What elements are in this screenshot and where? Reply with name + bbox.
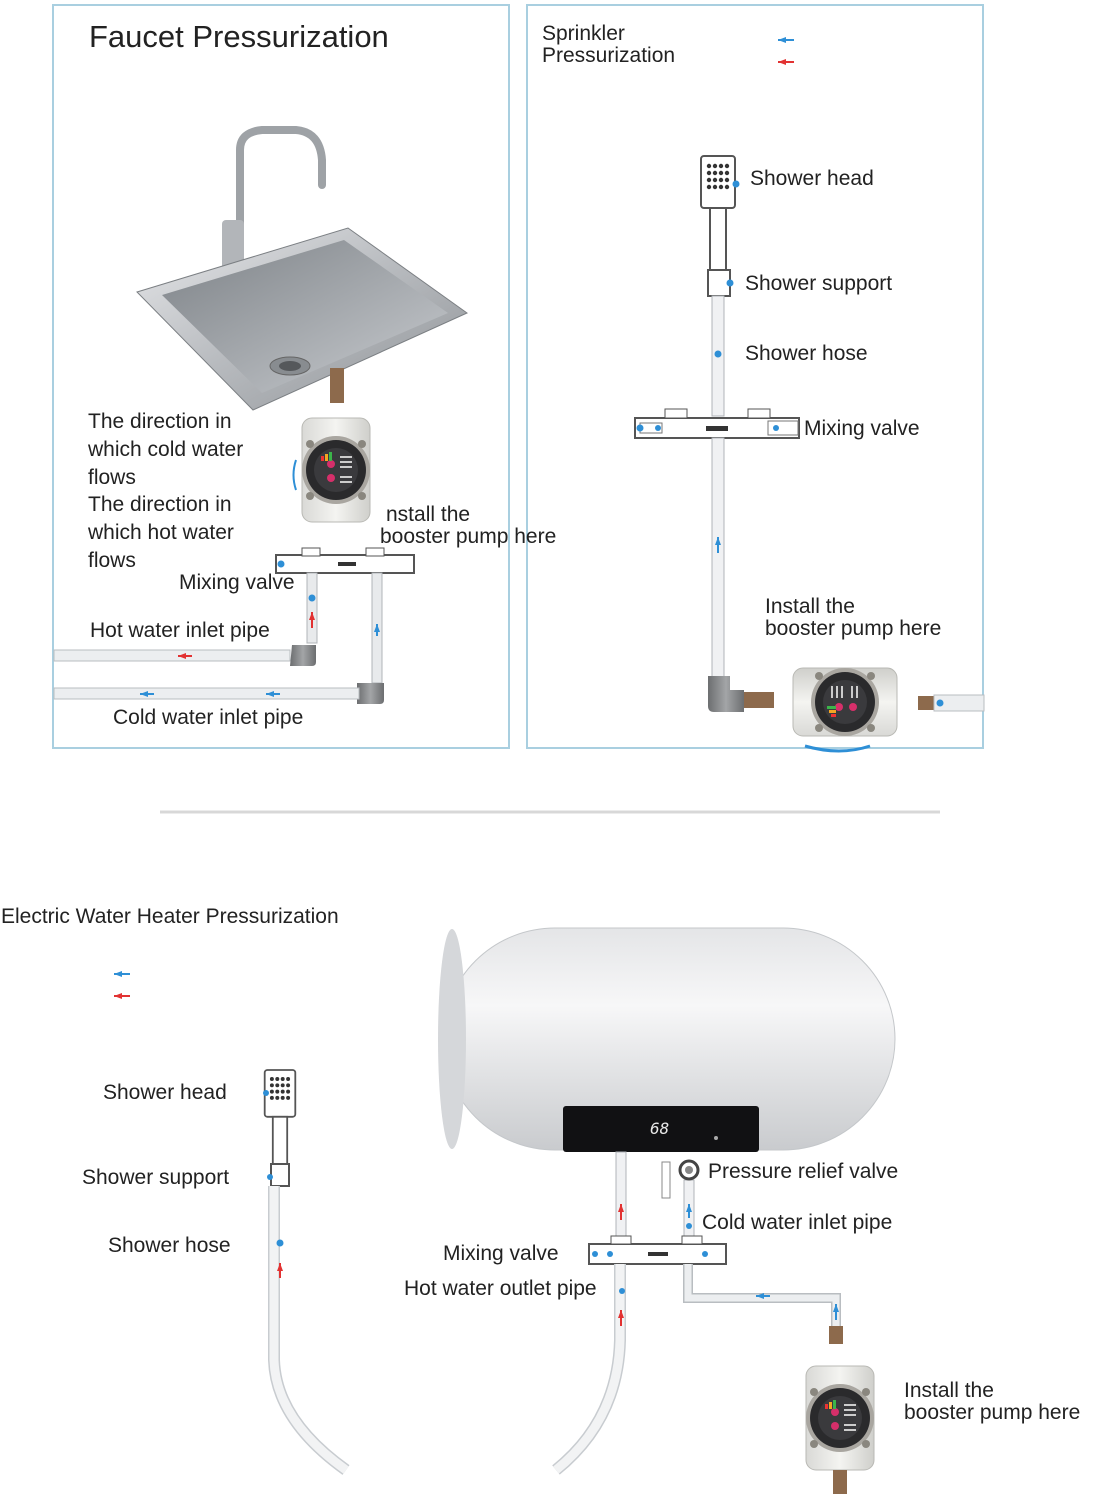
heater-shower [263, 1069, 350, 1475]
sprinkler-shower-head-label: Shower head [750, 167, 874, 190]
hot-water-outlet-label: Hot water outlet pipe [404, 1277, 597, 1300]
sprinkler-title-line2: Pressurization [542, 44, 676, 67]
sprinkler-install-label-line2: booster pump here [765, 617, 942, 640]
sprinkler-flow-arrows [636, 180, 944, 707]
shower-head-icon [700, 155, 736, 279]
faucet-mixing-valve-label: Mixing valve [179, 571, 295, 594]
heater-display: 68 [650, 1119, 669, 1138]
heater-shower-hose-label: Shower hose [108, 1234, 231, 1257]
heater-install-label-line1: Install the [904, 1379, 994, 1402]
pressure-relief-valve-label: Pressure relief valve [708, 1160, 899, 1183]
cold-water-inlet-label: Cold water inlet pipe [113, 706, 304, 729]
hot-direction-label-line2: which hot water [88, 521, 234, 544]
sprinkler-title-line1: Sprinkler [542, 22, 625, 45]
faucet-install-label-line1: nstall the [386, 503, 471, 526]
cold-direction-label-line2: which cold water [88, 438, 244, 461]
faucet-panel [52, 4, 510, 749]
sprinkler-diagram [634, 37, 985, 753]
heater-title: Electric Water Heater Pressurization [1, 905, 339, 928]
faucet-flow-arrows [140, 459, 380, 697]
faucet-diagram [53, 126, 468, 704]
heater-shower-support-label: Shower support [82, 1166, 230, 1189]
sprinkler-shower-support-label: Shower support [745, 272, 893, 295]
hot-direction-label-line3: flows [88, 549, 136, 572]
sprinkler-install-label-line1: Install the [765, 595, 855, 618]
sprinkler-shower-hose-label: Shower hose [745, 342, 868, 365]
heater-cold-inlet-label: Cold water inlet pipe [702, 1211, 893, 1234]
heater-shower-head-label: Shower head [103, 1081, 227, 1104]
sprinkler-mixing-valve-label: Mixing valve [804, 417, 920, 440]
heater-legend [114, 971, 130, 999]
heater-install-label-line2: booster pump here [904, 1401, 1081, 1424]
cold-direction-label-line1: The direction in [88, 410, 232, 433]
sprinkler-panel [526, 4, 984, 749]
faucet-install-label-line2: booster pump here [380, 525, 557, 548]
heater-mixing-valve-label: Mixing valve [443, 1242, 559, 1265]
heater-flow-arrows [592, 1204, 839, 1326]
cold-direction-label-line3: flows [88, 466, 136, 489]
faucet-title: Faucet Pressurization [89, 19, 389, 54]
hot-water-inlet-label: Hot water inlet pipe [90, 619, 270, 642]
hot-direction-label-line1: The direction in [88, 493, 232, 516]
